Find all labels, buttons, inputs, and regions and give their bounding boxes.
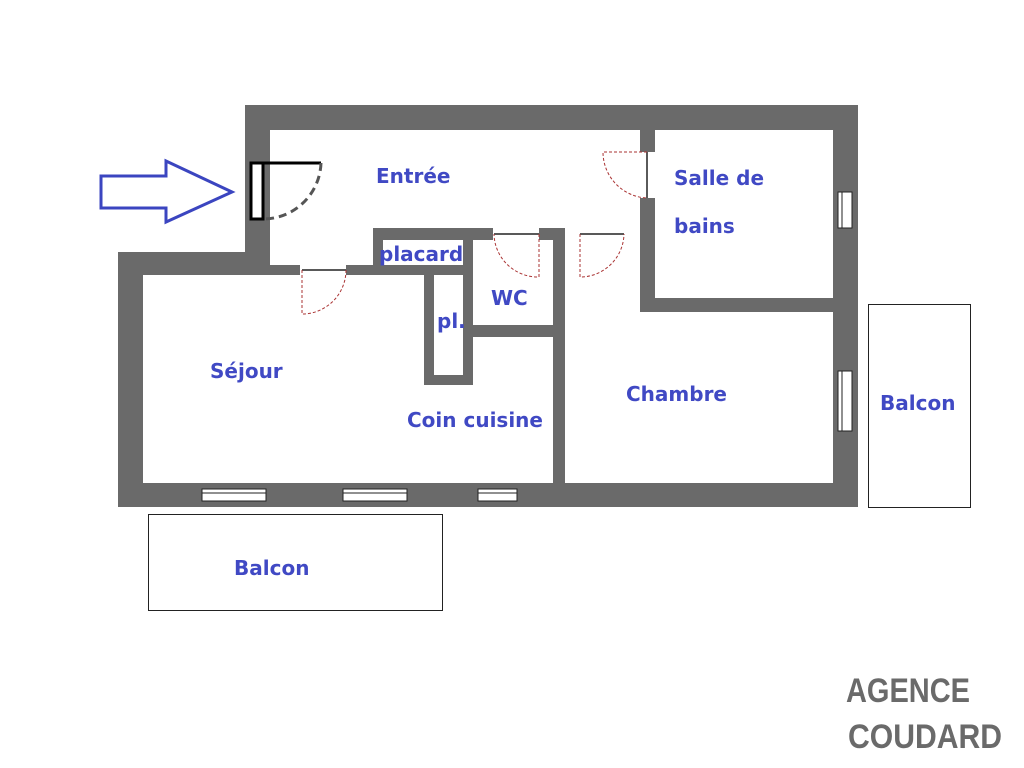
label-salle-de-bains-2: bains [674, 214, 735, 238]
logo-line2: COUDARD [848, 718, 1002, 756]
label-wc: WC [491, 286, 528, 310]
balcony-right [868, 304, 971, 508]
door-chambre [579, 233, 625, 278]
room-placard [383, 240, 463, 265]
door-salle-de-bains [602, 151, 648, 199]
label-balcon-bottom: Balcon [234, 556, 309, 580]
balcony-bottom [148, 514, 443, 611]
window [837, 191, 853, 229]
room-chambre-entry [565, 240, 640, 312]
entrance-arrow-icon [99, 158, 236, 225]
door-sejour [301, 269, 347, 315]
label-coin-cuisine: Coin cuisine [407, 408, 543, 432]
room-sejour-mid [424, 385, 473, 483]
label-placard: placard [379, 242, 463, 266]
window [837, 370, 853, 432]
label-chambre: Chambre [626, 382, 727, 406]
window [342, 488, 408, 502]
room-coin-cuisine [473, 337, 553, 483]
room-sejour [143, 275, 424, 483]
window [477, 488, 518, 502]
room-wc [473, 240, 553, 325]
label-salle-de-bains-1: Salle de [674, 166, 764, 190]
door-wc [493, 233, 540, 278]
room-salle-de-bains [655, 130, 833, 298]
entrance-door [249, 161, 323, 221]
label-entree: Entrée [376, 164, 450, 188]
logo-line1: AGENCE [846, 672, 970, 710]
label-sejour: Séjour [210, 359, 283, 383]
label-pl: pl. [437, 309, 466, 333]
room-entree [270, 130, 640, 228]
label-balcon-right: Balcon [880, 391, 955, 415]
room-entree-lower [270, 228, 373, 265]
room-chambre [565, 312, 833, 483]
window [201, 488, 267, 502]
room-pl [434, 275, 463, 375]
